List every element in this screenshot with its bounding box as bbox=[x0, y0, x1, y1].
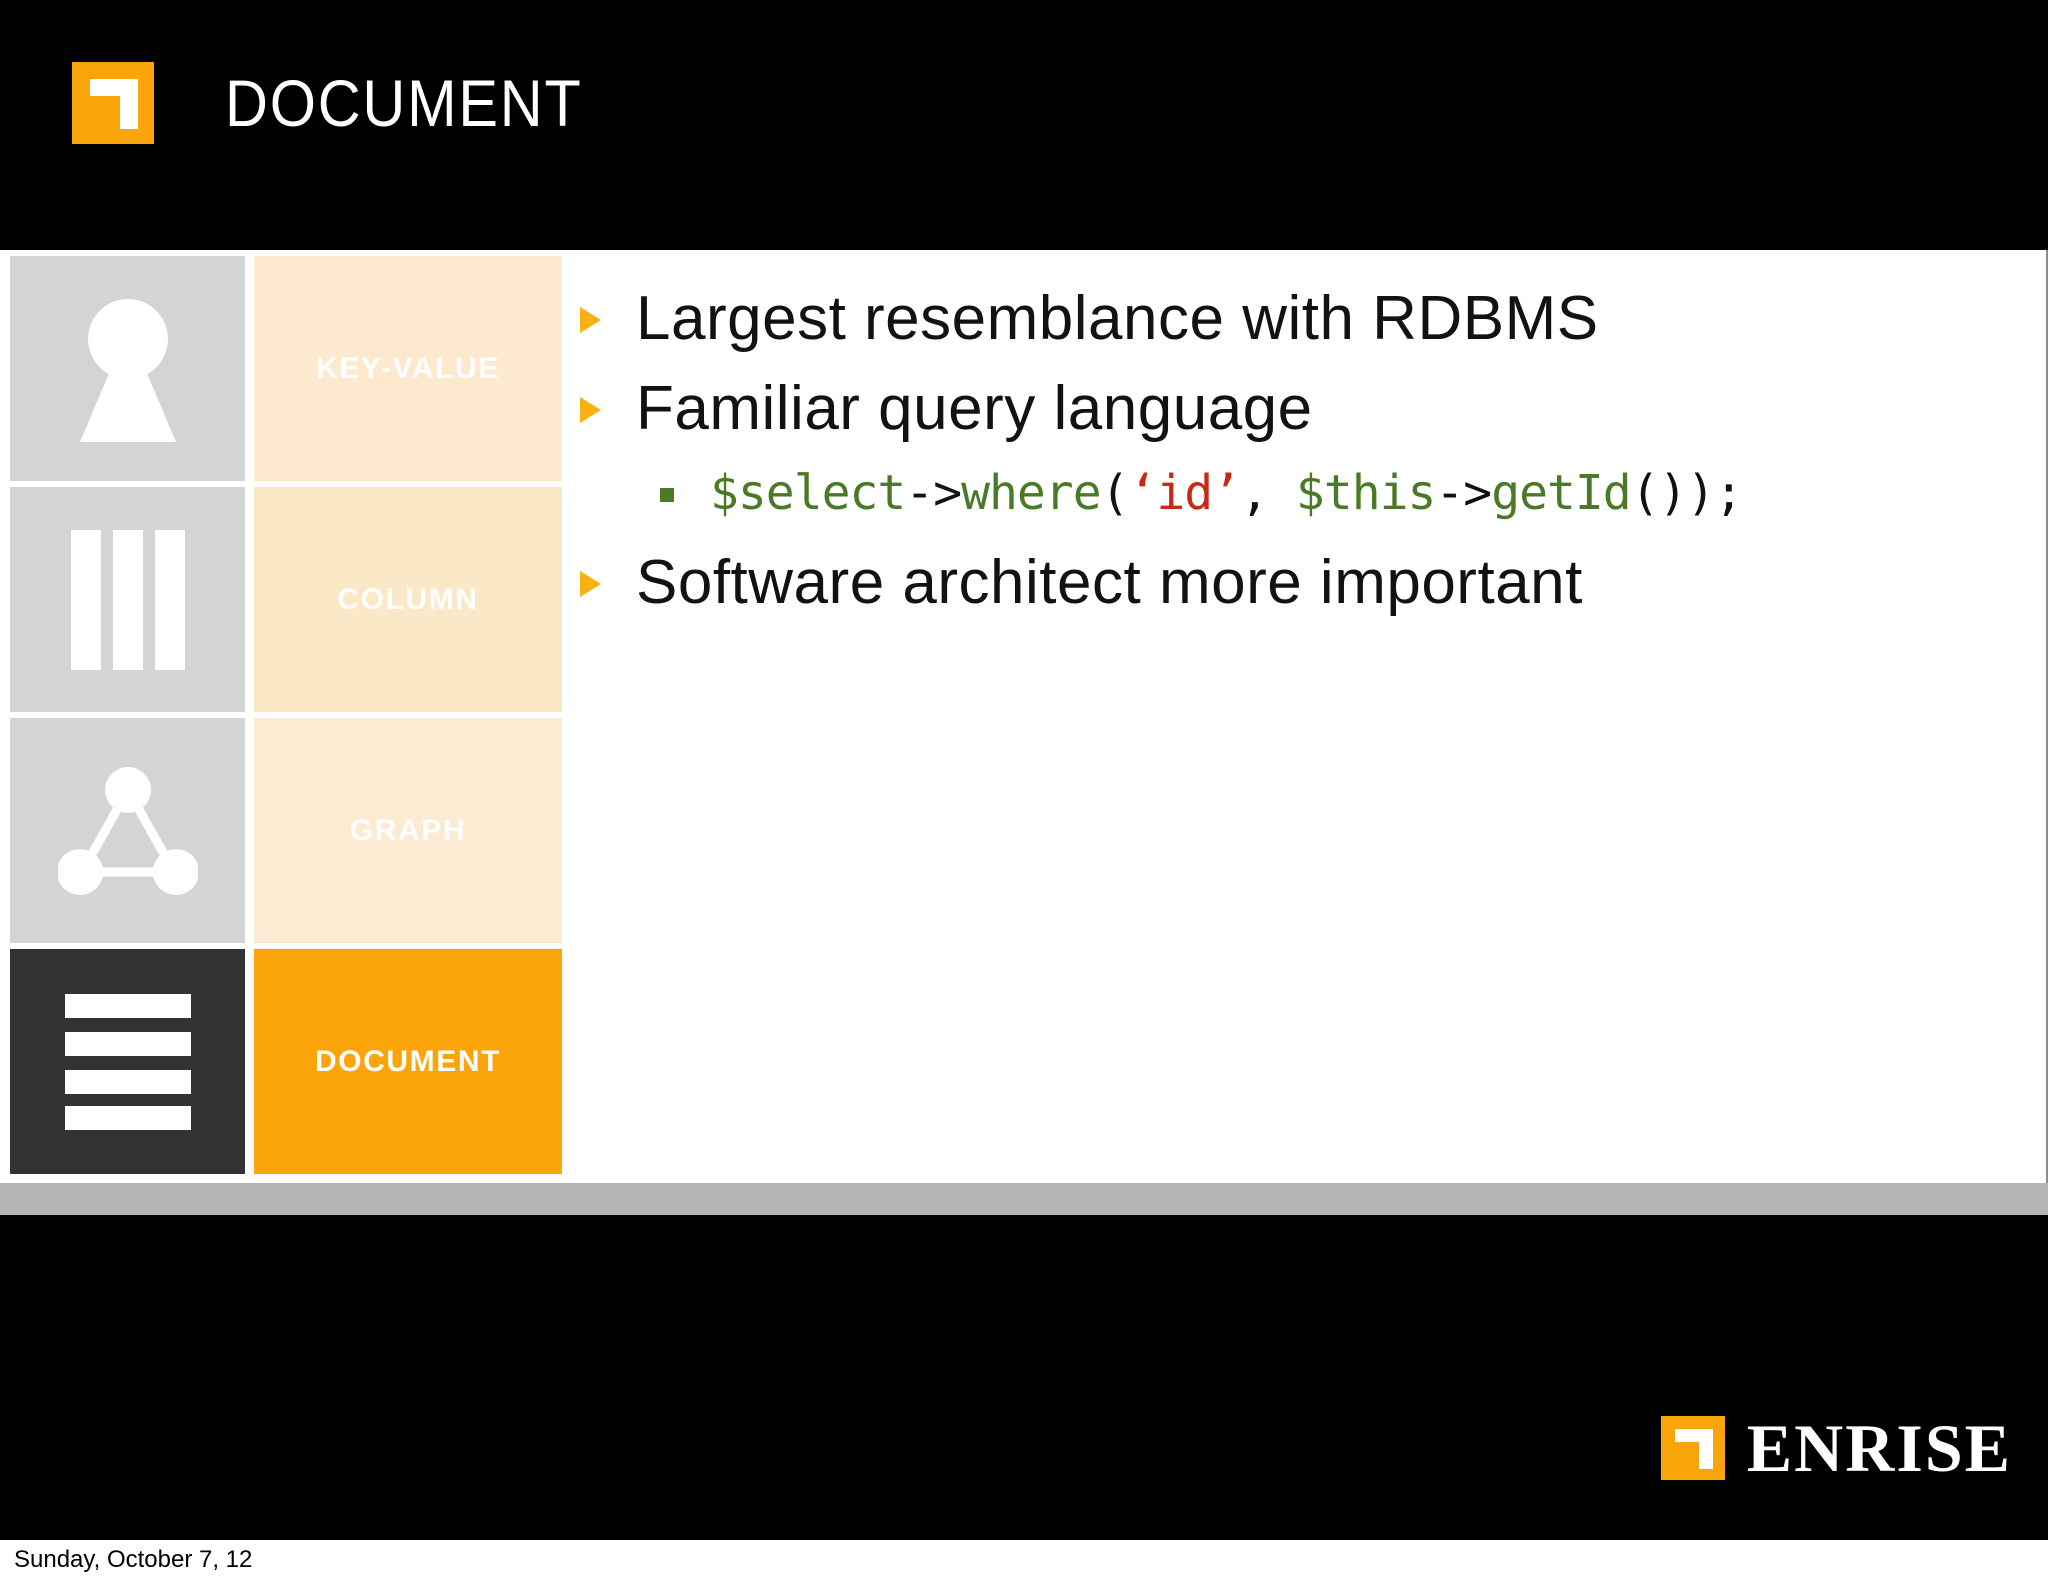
triangle-bullet-icon bbox=[580, 307, 601, 333]
header-logo bbox=[72, 62, 154, 144]
nav-label-cell-graph[interactable]: GRAPH bbox=[254, 718, 562, 943]
nav-row-graph[interactable]: GRAPH bbox=[10, 718, 562, 943]
document-lines-icon bbox=[64, 993, 191, 1130]
bullet-text: Familiar query language bbox=[636, 374, 1313, 443]
slide-body: KEY-VALUE COLUMN bbox=[0, 250, 2048, 1183]
nav-icon-cell-key-value[interactable] bbox=[10, 256, 245, 481]
category-nav: KEY-VALUE COLUMN bbox=[10, 256, 562, 1176]
slide-footer: ENRISE bbox=[0, 1215, 2048, 1540]
brand-wordmark: ENRISE bbox=[1746, 1410, 2012, 1486]
nav-label-cell-document[interactable]: DOCUMENT bbox=[254, 949, 562, 1174]
code-token: -> bbox=[1435, 465, 1492, 521]
code-token: $select bbox=[710, 465, 906, 521]
code-token: ()); bbox=[1630, 465, 1744, 521]
enrise-brand-lockup: ENRISE bbox=[1660, 1410, 2012, 1486]
nav-label-cell-key-value[interactable]: KEY-VALUE bbox=[254, 256, 562, 481]
code-token: ( bbox=[1100, 465, 1130, 521]
code-token: ‘id’ bbox=[1128, 465, 1242, 521]
graph-nodes-icon bbox=[57, 766, 198, 895]
enrise-corner-mark-icon bbox=[1674, 1429, 1713, 1469]
nav-row-column[interactable]: COLUMN bbox=[10, 487, 562, 712]
nav-row-document[interactable]: DOCUMENT bbox=[10, 949, 562, 1174]
nav-label-cell-column[interactable]: COLUMN bbox=[254, 487, 562, 712]
nav-label-document: DOCUMENT bbox=[314, 1044, 502, 1078]
code-token: getId bbox=[1491, 465, 1631, 521]
slide-date-caption: Sunday, October 7, 12 bbox=[14, 1546, 253, 1573]
code-snippet: $select->where(‘id’, $this->getId()); bbox=[710, 465, 1744, 521]
square-bullet-icon bbox=[660, 488, 674, 502]
bullet-item: Familiar query language bbox=[580, 370, 2010, 448]
nav-icon-cell-document[interactable] bbox=[10, 949, 245, 1174]
code-sub-bullet: $select->where(‘id’, $this->getId()); bbox=[580, 460, 2010, 526]
nav-row-key-value[interactable]: KEY-VALUE bbox=[10, 256, 562, 481]
code-token: where bbox=[961, 465, 1101, 521]
slide: DOCUMENT KEY-VALUE bbox=[0, 0, 2048, 1540]
divider-strip bbox=[0, 1183, 2048, 1215]
nav-label-graph: GRAPH bbox=[349, 813, 467, 847]
enrise-corner-mark-icon bbox=[90, 79, 138, 129]
bullet-text: Software architect more important bbox=[636, 548, 1583, 617]
triangle-bullet-icon bbox=[580, 397, 601, 423]
nav-label-key-value: KEY-VALUE bbox=[316, 351, 500, 385]
columns-icon bbox=[70, 529, 185, 670]
footer-logo bbox=[1660, 1416, 1725, 1480]
keyhole-icon bbox=[79, 298, 176, 442]
triangle-bullet-icon bbox=[580, 571, 601, 597]
page-title: DOCUMENT bbox=[225, 66, 583, 140]
bullet-text: Largest resemblance with RDBMS bbox=[636, 284, 1599, 353]
nav-label-column: COLUMN bbox=[337, 582, 479, 616]
code-token: -> bbox=[905, 465, 962, 521]
nav-icon-cell-graph[interactable] bbox=[10, 718, 245, 943]
code-token: $this bbox=[1295, 465, 1436, 521]
bullet-item: Software architect more important bbox=[580, 544, 2010, 622]
code-token: , bbox=[1240, 465, 1296, 521]
slide-header: DOCUMENT bbox=[0, 0, 2048, 250]
nav-icon-cell-column[interactable] bbox=[10, 487, 245, 712]
bullet-item: Largest resemblance with RDBMS bbox=[580, 280, 2010, 358]
bullet-list: Largest resemblance with RDBMS Familiar … bbox=[580, 280, 2010, 634]
